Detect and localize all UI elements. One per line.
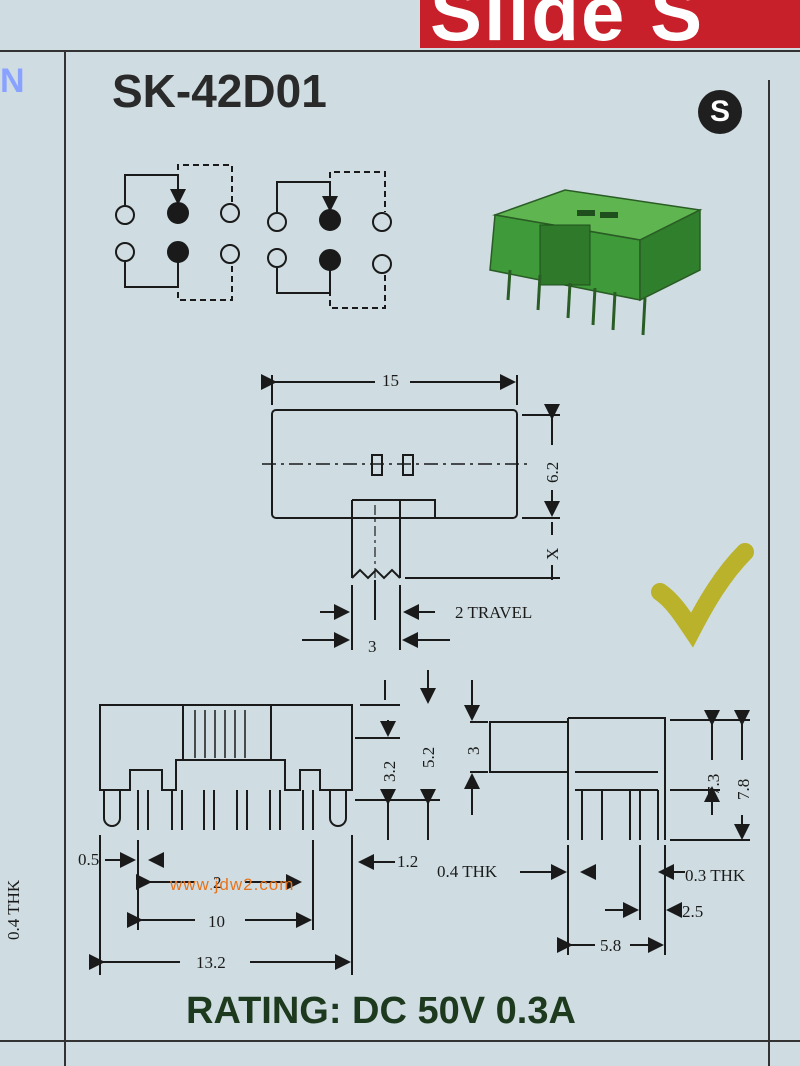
dim-15-label: 15 xyxy=(382,371,399,390)
dim-7-8-label: 7.8 xyxy=(734,778,753,800)
dim-2-5-label: 2.5 xyxy=(682,902,704,921)
circuit-schematic-1 xyxy=(115,164,240,301)
side-thk-label: 0.4 THK xyxy=(4,879,23,940)
front-view-drawing xyxy=(89,670,440,975)
dim-travel-label: 2 TRAVEL xyxy=(455,603,533,622)
dim-7-3-label: 7.3 xyxy=(704,773,723,795)
dim-2-label: 2 xyxy=(213,873,222,892)
dim-3-top-label: 3 xyxy=(368,637,377,656)
brand-n-logo: N xyxy=(0,62,25,100)
switch-3d-illustration xyxy=(489,189,703,336)
watermark: www.jdw2.com xyxy=(170,875,295,894)
dim-3-side-label: 3 xyxy=(464,746,483,756)
dim-10-label: 10 xyxy=(208,912,225,931)
dim-x-label: X xyxy=(543,547,562,560)
circuit-schematic-2 xyxy=(267,171,392,309)
top-view-drawing xyxy=(261,374,560,650)
dim-5-8-label: 5.8 xyxy=(600,936,622,955)
check-mark xyxy=(651,543,754,648)
dim-0-4-thk-label: 0.4 THK xyxy=(437,862,498,881)
frame-right-line xyxy=(768,80,770,1066)
frame-left-line xyxy=(64,50,66,1066)
rating-label: RATING: DC 50V 0.3A xyxy=(186,990,576,1032)
dim-1-2-label: 1.2 xyxy=(397,852,419,871)
page-title: SK-42D01 xyxy=(112,65,327,117)
side-view-drawing xyxy=(464,680,750,955)
frame-bottom-line xyxy=(0,1040,800,1042)
brand-s-logo: S xyxy=(698,90,742,134)
dim-6-2-label: 6.2 xyxy=(543,461,562,483)
dim-13-2-label: 13.2 xyxy=(196,953,226,972)
dim-0-5-label: 0.5 xyxy=(78,850,100,869)
header-banner xyxy=(420,0,800,48)
header-banner-text: Slide S xyxy=(430,0,705,57)
dim-3-2-label: 3.2 xyxy=(380,760,399,782)
dim-0-3-thk-label: 0.3 THK xyxy=(685,866,746,885)
dim-5-2-label: 5.2 xyxy=(419,746,438,768)
frame-top-line xyxy=(0,50,800,52)
